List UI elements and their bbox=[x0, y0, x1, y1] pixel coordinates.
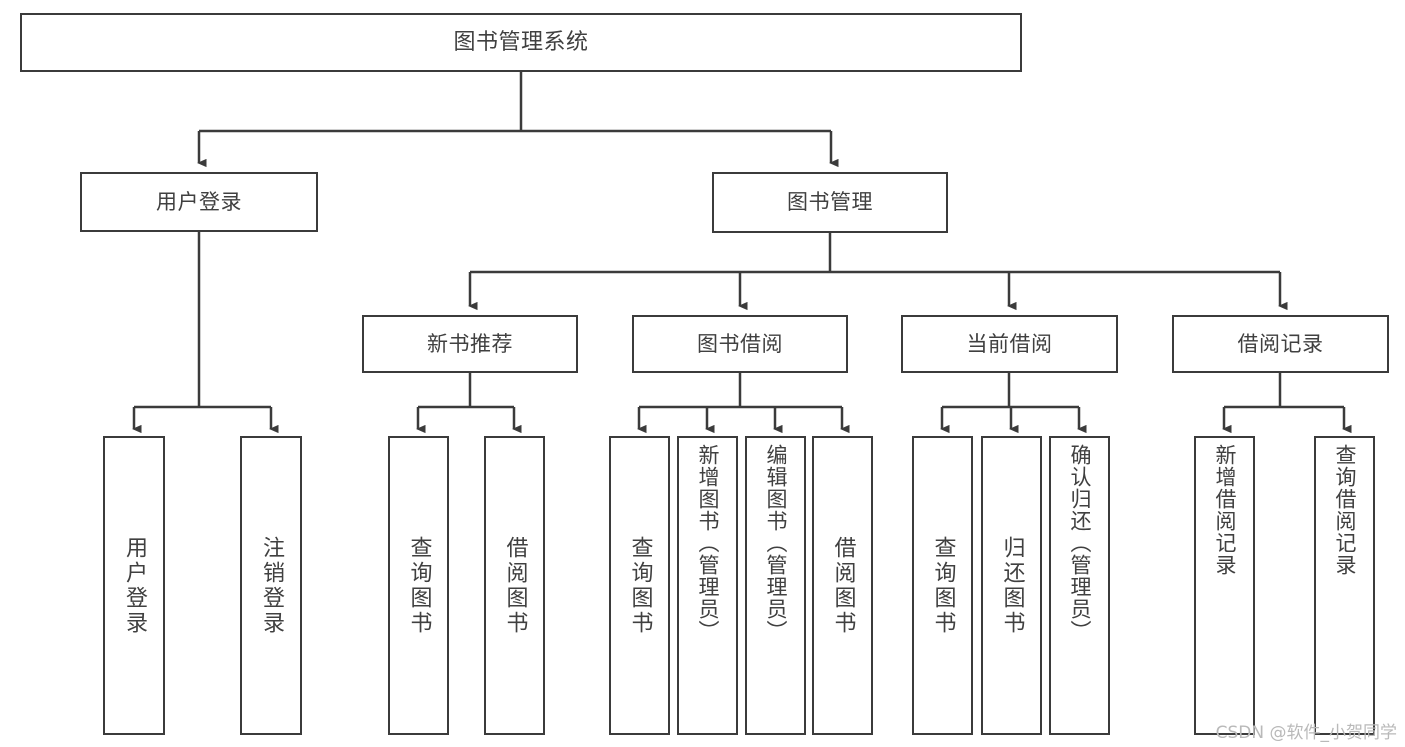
node-leaf-return-book[interactable]: 归还图书 bbox=[981, 436, 1042, 735]
csdn-watermark: CSDN @软件_小贺同学 bbox=[1215, 723, 1397, 743]
node-new-book-recommend[interactable]: 新书推荐 bbox=[362, 315, 578, 373]
node-label: 借阅记录 bbox=[1237, 331, 1324, 356]
node-leaf-query-book-current[interactable]: 查询图书 bbox=[912, 436, 973, 735]
node-label: 编辑图书（管理员） bbox=[764, 444, 788, 642]
node-book-borrow[interactable]: 图书借阅 bbox=[632, 315, 848, 373]
node-label: 查询图书 bbox=[627, 535, 653, 636]
node-label: 借阅图书 bbox=[502, 535, 528, 636]
node-label: 图书管理 bbox=[787, 190, 873, 215]
node-label: 图书管理系统 bbox=[453, 29, 589, 55]
node-label: 查询借阅记录 bbox=[1333, 444, 1357, 576]
node-label: 新增图书（管理员） bbox=[696, 444, 720, 642]
node-leaf-edit-book[interactable]: 编辑图书（管理员） bbox=[745, 436, 806, 735]
node-label: 新书推荐 bbox=[427, 331, 513, 356]
node-label: 归还图书 bbox=[999, 535, 1025, 636]
node-leaf-borrow-book-recommend[interactable]: 借阅图书 bbox=[484, 436, 545, 735]
node-borrow-record[interactable]: 借阅记录 bbox=[1172, 315, 1389, 373]
node-leaf-add-book[interactable]: 新增图书（管理员） bbox=[677, 436, 738, 735]
node-leaf-add-borrow-record[interactable]: 新增借阅记录 bbox=[1194, 436, 1255, 735]
node-user-login[interactable]: 用户登录 bbox=[80, 172, 318, 232]
node-label: 确认归还（管理员） bbox=[1068, 444, 1092, 642]
node-label: 查询图书 bbox=[930, 535, 956, 636]
node-leaf-query-book-recommend[interactable]: 查询图书 bbox=[388, 436, 449, 735]
node-label: 新增借阅记录 bbox=[1213, 444, 1237, 576]
node-leaf-user-login[interactable]: 用户登录 bbox=[103, 436, 165, 735]
node-leaf-query-borrow-record[interactable]: 查询借阅记录 bbox=[1314, 436, 1375, 735]
node-label: 查询图书 bbox=[406, 535, 432, 636]
node-leaf-query-book-borrow[interactable]: 查询图书 bbox=[609, 436, 670, 735]
node-current-borrow[interactable]: 当前借阅 bbox=[901, 315, 1118, 373]
node-leaf-logout-login[interactable]: 注销登录 bbox=[240, 436, 302, 735]
node-label: 当前借阅 bbox=[966, 331, 1053, 356]
node-label: 图书借阅 bbox=[697, 331, 783, 356]
node-label: 用户登录 bbox=[156, 189, 242, 214]
node-label: 用户登录 bbox=[122, 535, 147, 636]
node-leaf-confirm-return[interactable]: 确认归还（管理员） bbox=[1049, 436, 1110, 735]
node-label: 注销登录 bbox=[259, 535, 284, 636]
node-leaf-borrow-book[interactable]: 借阅图书 bbox=[812, 436, 873, 735]
node-root-book-management-system[interactable]: 图书管理系统 bbox=[20, 13, 1022, 72]
node-book-management[interactable]: 图书管理 bbox=[712, 172, 948, 233]
node-label: 借阅图书 bbox=[830, 535, 856, 636]
